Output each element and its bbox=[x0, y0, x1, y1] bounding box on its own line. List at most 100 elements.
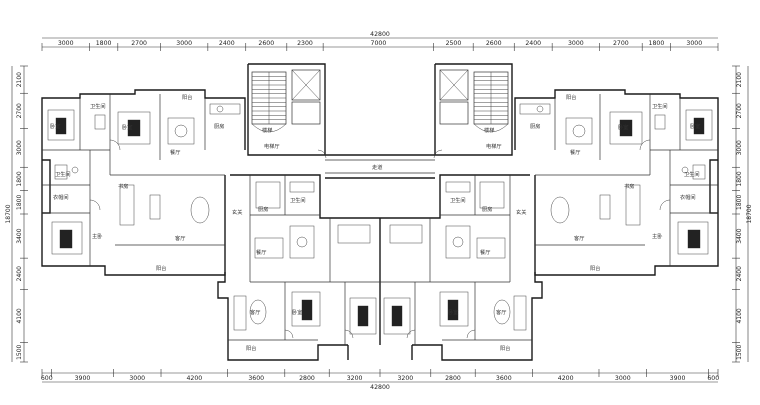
dimension-segment-label: 3000 bbox=[615, 375, 631, 382]
furniture-left-unit bbox=[47, 103, 241, 255]
room-label: 卫生间 bbox=[684, 170, 700, 178]
room-label: 厨房 bbox=[258, 205, 268, 213]
dimension-segment-label: 600 bbox=[41, 375, 53, 382]
dimension-segment-label: 3000 bbox=[736, 140, 743, 155]
room-label: 阳台 bbox=[182, 93, 192, 101]
room-label: 阳台 bbox=[566, 93, 576, 101]
room-label: 衣帽间 bbox=[53, 193, 69, 201]
dimension-segment-label: 1500 bbox=[16, 344, 23, 359]
room-label: 卫生间 bbox=[450, 196, 466, 204]
lobby-label-right: 电梯厅 bbox=[486, 142, 502, 150]
room-label: 餐厅 bbox=[170, 148, 180, 156]
dimension-segment-label: 2400 bbox=[736, 266, 743, 281]
dimension-segment-label: 3000 bbox=[568, 40, 584, 47]
room-label: 卫生间 bbox=[652, 102, 668, 110]
dimension-segment-label: 1500 bbox=[736, 344, 743, 359]
dimension-segment-label: 3000 bbox=[129, 375, 145, 382]
room-label: 客厅 bbox=[175, 234, 185, 242]
stair-core-left: 楼梯 电梯厅 bbox=[251, 69, 321, 150]
dimension-segment-label: 1800 bbox=[736, 195, 743, 210]
furniture-left-center-unit bbox=[233, 181, 377, 335]
dimension-segment-label: 3000 bbox=[176, 40, 192, 47]
left-total-dimension: 18700 bbox=[5, 204, 12, 223]
stair-label-left: 楼梯 bbox=[262, 126, 272, 134]
dimension-segment-label: 4200 bbox=[186, 375, 202, 382]
room-label: 卧室 bbox=[618, 123, 628, 131]
dimension-segment-label: 3600 bbox=[496, 375, 512, 382]
stair-core-right: 楼梯 电梯厅 bbox=[439, 69, 509, 150]
dimension-segment-label: 2400 bbox=[525, 40, 541, 47]
dimension-segment-label: 2400 bbox=[16, 266, 23, 281]
dimension-segment-label: 2100 bbox=[16, 72, 23, 87]
furniture-right-center-unit bbox=[383, 181, 527, 335]
room-labels-right-unit: 阳台 厨房 卫生间 卫生间 餐厅 客厅 卧室 卧室 主卧 阳台 衣帽间 书房 bbox=[530, 93, 700, 272]
dimension-segment-label: 2700 bbox=[16, 103, 23, 118]
room-label: 阳台 bbox=[500, 344, 510, 352]
bottom-total-dimension: 42800 bbox=[370, 384, 390, 391]
room-label: 书房 bbox=[624, 182, 634, 190]
dimension-segment-label: 2400 bbox=[219, 40, 235, 47]
room-label: 玄关 bbox=[232, 208, 242, 216]
dimension-segment-label: 3000 bbox=[16, 140, 23, 155]
lobby-label-left: 电梯厅 bbox=[264, 142, 280, 150]
room-label: 阳台 bbox=[156, 264, 166, 272]
room-label: 卫生间 bbox=[290, 196, 306, 204]
room-label: 阳台 bbox=[246, 344, 256, 352]
room-label: 厨房 bbox=[214, 122, 224, 130]
left-dimensions: 18700 2100 2700 3000 1800 1800 3400 2400 4100 15… bbox=[5, 65, 28, 363]
dimension-segment-label: 2700 bbox=[131, 40, 147, 47]
interior-walls bbox=[42, 94, 718, 345]
dimension-segment-label: 3600 bbox=[248, 375, 264, 382]
room-label: 卧室 bbox=[292, 308, 302, 316]
room-label: 餐厅 bbox=[570, 148, 580, 156]
dimension-segment-label: 3000 bbox=[686, 40, 702, 47]
room-label: 阳台 bbox=[590, 264, 600, 272]
room-label: 衣帽间 bbox=[680, 193, 696, 201]
right-total-dimension: 18700 bbox=[746, 204, 753, 223]
dimension-segment-label: 1800 bbox=[96, 40, 112, 47]
dimension-segment-label: 1800 bbox=[649, 40, 665, 47]
building-walls bbox=[41, 63, 719, 361]
doors bbox=[89, 139, 671, 339]
dimension-segment-label: 1800 bbox=[736, 171, 743, 186]
room-label: 客厅 bbox=[250, 308, 260, 316]
room-label: 餐厅 bbox=[256, 248, 266, 256]
dimension-segment-label: 600 bbox=[707, 375, 719, 382]
dimension-segment-label: 4100 bbox=[16, 308, 23, 323]
dimension-segment-label: 2800 bbox=[445, 375, 461, 382]
dimension-segment-label: 2600 bbox=[258, 40, 274, 47]
stair-label-right: 楼梯 bbox=[484, 126, 494, 134]
dimension-segment-label: 1800 bbox=[16, 195, 23, 210]
furniture-right-unit bbox=[519, 103, 713, 255]
dimension-segment-label: 2100 bbox=[736, 72, 743, 87]
dimension-segment-label: 7000 bbox=[371, 40, 387, 47]
dimension-segment-label: 4100 bbox=[736, 308, 743, 323]
room-label: 主卧 bbox=[652, 232, 662, 240]
dimension-segment-label: 2300 bbox=[297, 40, 313, 47]
dimension-segment-label: 1800 bbox=[16, 171, 23, 186]
room-label: 餐厅 bbox=[480, 248, 490, 256]
dimension-segment-label: 2600 bbox=[486, 40, 502, 47]
right-dimensions: 18700 2100270030001800180034002400410015… bbox=[732, 65, 753, 363]
room-label: 卧室 bbox=[50, 122, 60, 130]
dimension-segment-label: 2800 bbox=[299, 375, 315, 382]
dimension-segment-label: 2700 bbox=[613, 40, 629, 47]
dimension-segment-label: 3200 bbox=[398, 375, 414, 382]
dimension-segment-label: 3400 bbox=[16, 228, 23, 243]
dimension-segment-label: 3900 bbox=[670, 375, 686, 382]
dimension-segment-label: 3000 bbox=[58, 40, 74, 47]
room-label: 卧室 bbox=[690, 122, 700, 130]
room-label: 卧室 bbox=[448, 308, 458, 316]
room-label: 厨房 bbox=[530, 122, 540, 130]
room-labels-left-center-unit: 厨房 卫生间 餐厅 客厅 卧室 阳台 玄关 bbox=[232, 196, 306, 352]
room-labels-right-center-unit: 厨房 卫生间 餐厅 客厅 卧室 阳台 玄关 bbox=[448, 196, 526, 352]
dimension-segment-label: 3400 bbox=[736, 228, 743, 243]
room-label: 书房 bbox=[118, 182, 128, 190]
room-label: 卫生间 bbox=[55, 170, 71, 178]
room-label: 厨房 bbox=[482, 205, 492, 213]
room-label: 卫生间 bbox=[90, 102, 106, 110]
dimension-segment-label: 3900 bbox=[75, 375, 91, 382]
room-label: 玄关 bbox=[516, 208, 526, 216]
